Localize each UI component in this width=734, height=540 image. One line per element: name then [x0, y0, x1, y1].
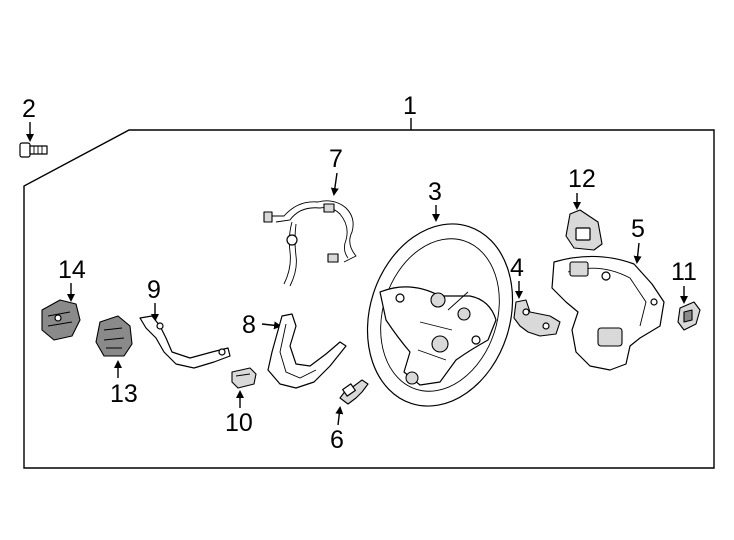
steering-wheel-icon — [366, 223, 514, 407]
callout-4: 4 — [510, 254, 524, 299]
lower-cover-icon — [551, 255, 665, 371]
svg-text:6: 6 — [330, 426, 344, 454]
svg-text:7: 7 — [329, 145, 343, 173]
callout-14: 14 — [58, 256, 86, 302]
badge-plate-icon — [565, 209, 603, 251]
assembly-frame — [23, 129, 715, 469]
wire-harness-icon — [263, 200, 357, 287]
callout-5: 5 — [631, 215, 645, 264]
svg-text:8: 8 — [242, 311, 256, 339]
callout-6: 6 — [330, 406, 344, 454]
callout-13: 13 — [110, 360, 138, 408]
left-switch-icon — [41, 299, 81, 341]
bolt-icon — [19, 142, 48, 158]
trim-cover-icon — [267, 313, 347, 389]
svg-text:14: 14 — [58, 256, 86, 284]
svg-text:10: 10 — [225, 409, 253, 437]
svg-text:1: 1 — [403, 92, 417, 120]
svg-text:2: 2 — [22, 95, 36, 123]
connector-icon — [339, 379, 369, 405]
side-switch-icon — [677, 301, 701, 331]
bracket-icon — [513, 299, 561, 337]
right-switch-icon — [95, 315, 133, 357]
callout-2: 2 — [22, 95, 36, 142]
callout-1: 1 — [403, 92, 417, 130]
svg-text:5: 5 — [631, 215, 645, 243]
callout-9: 9 — [147, 276, 161, 322]
svg-text:3: 3 — [428, 178, 442, 206]
svg-text:13: 13 — [110, 380, 138, 408]
callout-3: 3 — [428, 178, 442, 222]
clip-icon — [231, 367, 257, 389]
callout-10: 10 — [225, 390, 253, 437]
svg-text:9: 9 — [147, 276, 161, 304]
switch-bracket-icon — [139, 315, 231, 369]
callout-12: 12 — [568, 165, 596, 210]
svg-text:4: 4 — [510, 254, 524, 282]
callout-7: 7 — [329, 145, 343, 196]
callout-11: 11 — [671, 258, 697, 304]
svg-text:12: 12 — [568, 165, 596, 193]
callout-8: 8 — [242, 311, 282, 339]
svg-text:11: 11 — [671, 258, 697, 286]
